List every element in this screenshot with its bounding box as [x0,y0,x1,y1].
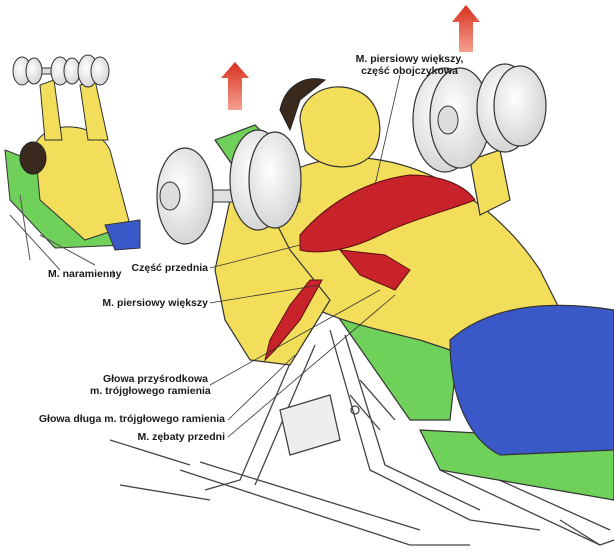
pectoral-clavicular-muscle [299,174,476,253]
up-arrow-icon [221,62,249,110]
label-triceps-medial-line2: m. trójgłowego ramienia [90,385,211,397]
label-anterior-part: Część przednia [131,262,208,274]
label-triceps-long: Głowa długa m. trójgłowego ramienia [38,413,225,425]
label-pectoral-major: M. piersiowy większy [102,297,208,309]
dumbbell-icon [12,54,110,88]
label-triceps-medial-line1: Głowa przyśrodkowa [102,373,208,385]
label-pectoral-clavicular-line1: M. piersiowy większy, [355,53,464,65]
label-leader-lines [112,74,401,438]
athlete-figure [214,78,614,456]
triceps-muscle [264,279,323,362]
label-triceps-medial: Głowa przyśrodkowa m. trójgłowego ramien… [90,373,211,397]
label-serratus-anterior: M. zębaty przedni [137,431,225,443]
label-deltoid: M. naramienny [48,268,122,280]
dumbbell-icon [412,63,547,173]
inset-figure [4,54,141,271]
label-pectoral-clavicular-line2: część obojczykowa [361,65,458,77]
label-pectoral-clavicular: M. piersiowy większy, część obojczykowa [352,53,467,77]
muscle-highlights [264,174,476,362]
dumbbell-icon [156,129,302,245]
serratus-muscle [338,249,411,291]
up-arrow-icon [452,5,480,52]
